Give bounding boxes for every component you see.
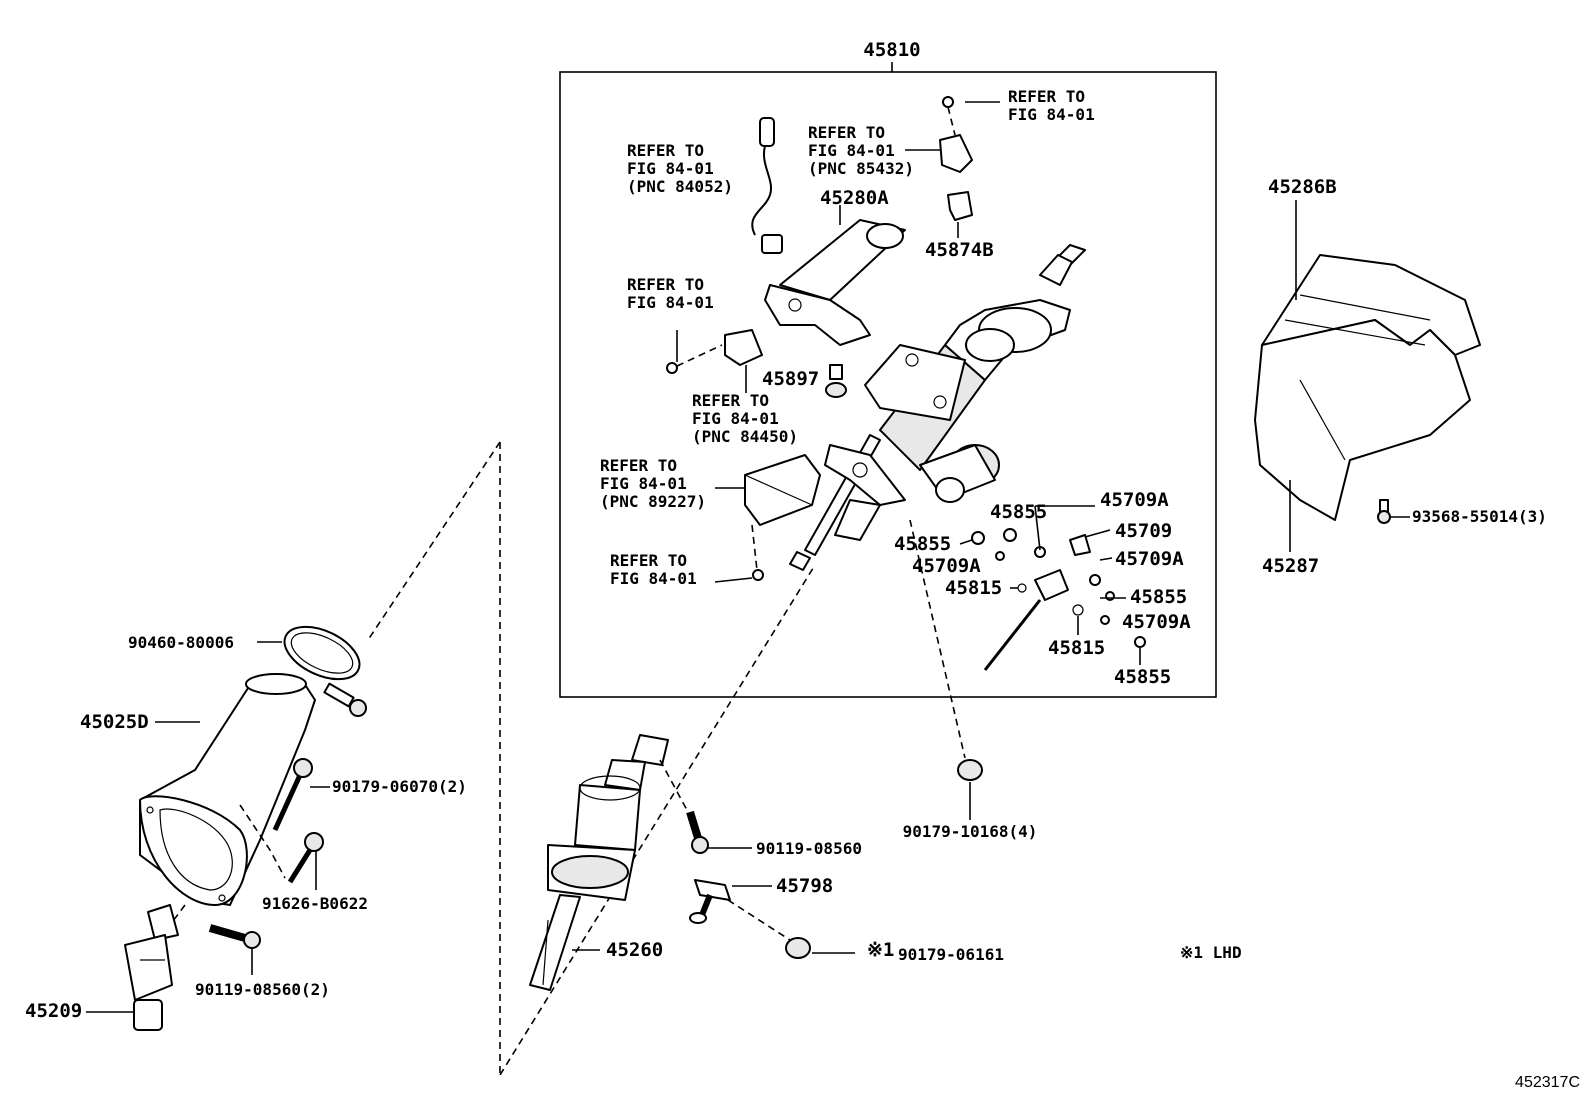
label-45855-a: 45855 — [990, 501, 1047, 523]
small-parts-cluster-illustration — [971, 528, 1146, 671]
label-45855-c: 45855 — [1130, 586, 1187, 608]
label-90119-2: 90119-08560(2) — [195, 980, 330, 999]
boot-45025d-illustration — [139, 673, 316, 906]
refer-to-84052: REFER TO — [627, 141, 704, 160]
label-45209: 45209 — [25, 1000, 82, 1022]
label-45709a-d: 45709A — [1122, 611, 1191, 633]
fig-ref-84450-a: FIG 84-01 — [627, 293, 714, 312]
bolt-90119-2-illustration — [208, 924, 261, 949]
sensor-85432-illustration — [939, 96, 973, 173]
joint-45209-illustration — [124, 904, 179, 1031]
label-90179-06161: 90179-06161 — [898, 945, 1004, 964]
label-45815-b: 45815 — [1048, 637, 1105, 659]
fig-ref-84052: FIG 84-01 — [627, 159, 714, 178]
label-45855-d: 45855 — [1114, 666, 1171, 688]
shaft-45260-illustration — [529, 734, 669, 991]
label-45897: 45897 — [762, 368, 819, 390]
label-45287: 45287 — [1262, 555, 1319, 577]
pnc-85432: (PNC 85432) — [808, 159, 914, 178]
label-90179-06070: 90179-06070(2) — [332, 777, 467, 796]
fig-ref-89227-b: FIG 84-01 — [610, 569, 697, 588]
steering-column-illustration — [789, 244, 1086, 571]
module-89227-illustration — [744, 454, 821, 581]
label-45709: 45709 — [1115, 520, 1172, 542]
figure-code: 452317C — [1515, 1074, 1580, 1091]
refer-to-84450-a: REFER TO — [627, 275, 704, 294]
label-45810: 45810 — [863, 39, 920, 61]
fig-ref-85432-a: FIG 84-01 — [1008, 105, 1095, 124]
bolt-91626-illustration — [287, 832, 324, 884]
label-45798: 45798 — [776, 875, 833, 897]
label-93568: 93568-55014(3) — [1412, 507, 1547, 526]
refer-to-89227-b: REFER TO — [610, 551, 687, 570]
part-45897-illustration — [825, 364, 847, 398]
label-90179-10168: 90179-10168(4) — [903, 822, 1038, 841]
label-90119: 90119-08560 — [756, 839, 862, 858]
bolt-90179-06070-illustration — [272, 758, 313, 832]
column-cover-illustration — [1254, 254, 1481, 521]
label-45709a-b: 45709A — [1115, 548, 1184, 570]
nut-90179-06161-illustration — [785, 937, 811, 959]
refer-to-85432-a: REFER TO — [1008, 87, 1085, 106]
label-45025d: 45025D — [80, 711, 149, 733]
label-45815-a: 45815 — [945, 577, 1002, 599]
refer-to-89227: REFER TO — [600, 456, 677, 475]
part-45874b-illustration — [947, 191, 973, 221]
refer-to-84450: REFER TO — [692, 391, 769, 410]
leader-90179-10168 — [909, 519, 966, 759]
label-90460: 90460-80006 — [128, 633, 234, 652]
pnc-84450: (PNC 84450) — [692, 427, 798, 446]
refer-to-85432: REFER TO — [808, 123, 885, 142]
label-91626: 91626-B0622 — [262, 894, 368, 913]
part-45280a-illustration — [764, 219, 906, 346]
note-lhd: ※1 LHD — [1180, 943, 1242, 962]
clamp-90460-illustration — [283, 625, 361, 681]
bolt-90119-illustration — [686, 810, 709, 854]
nut-90179-10168-illustration — [957, 759, 983, 781]
label-45280a: 45280A — [820, 187, 889, 209]
fig-ref-89227: FIG 84-01 — [600, 474, 687, 493]
label-45709a-c: 45709A — [912, 555, 981, 577]
pnc-84052: (PNC 84052) — [627, 177, 733, 196]
note-mark: ※1 — [867, 939, 894, 961]
switch-84450-illustration — [666, 329, 763, 374]
label-45709a-a: 45709A — [1100, 489, 1169, 511]
part-45798-illustration — [689, 879, 731, 924]
fig-ref-84450: FIG 84-01 — [692, 409, 779, 428]
pnc-89227: (PNC 89227) — [600, 492, 706, 511]
clamp-bolt-illustration — [323, 682, 367, 717]
assembly-frame-45810 — [559, 71, 1217, 698]
cable-connector-84052-illustration — [751, 117, 783, 254]
label-45855-b: 45855 — [894, 533, 951, 555]
label-45874b: 45874B — [925, 239, 994, 261]
fig-ref-85432: FIG 84-01 — [808, 141, 895, 160]
label-45260: 45260 — [606, 939, 663, 961]
label-45286b: 45286B — [1268, 176, 1337, 198]
screw-93568-illustration — [1377, 499, 1391, 524]
